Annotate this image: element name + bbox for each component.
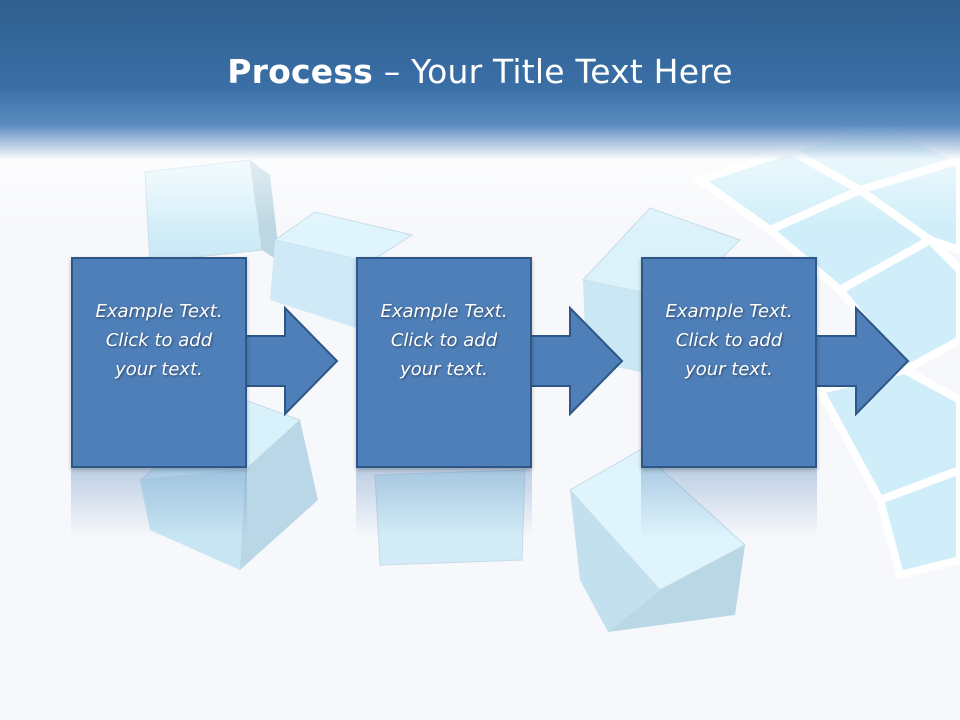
box-reflection: [356, 468, 532, 538]
header-bar: [0, 0, 960, 160]
title-rest-text: – Your Title Text Here: [373, 52, 733, 91]
cube-shape: [374, 469, 526, 566]
box-reflection: [71, 468, 247, 538]
cube-shape: [140, 470, 245, 570]
arrow-right-icon: [528, 305, 624, 417]
arrow-right-icon: [813, 305, 910, 417]
box-reflection: [641, 468, 817, 538]
cube-shape: [570, 490, 660, 632]
step-box-3[interactable]: Example Text. Click to add your text.: [641, 257, 817, 468]
slide-title[interactable]: Process – Your Title Text Here: [0, 52, 960, 91]
step-3-text: Example Text. Click to add your text.: [665, 301, 793, 380]
step-1-text: Example Text. Click to add your text.: [95, 301, 223, 380]
step-box-2[interactable]: Example Text. Click to add your text.: [356, 257, 532, 468]
title-bold-text: Process: [227, 52, 374, 91]
cube-shape: [608, 545, 745, 632]
arrow-right-icon: [243, 305, 339, 417]
step-box-1[interactable]: Example Text. Click to add your text.: [71, 257, 247, 468]
cube-shape: [240, 420, 318, 570]
cube-shape: [270, 240, 370, 330]
step-2-text: Example Text. Click to add your text.: [380, 301, 508, 380]
